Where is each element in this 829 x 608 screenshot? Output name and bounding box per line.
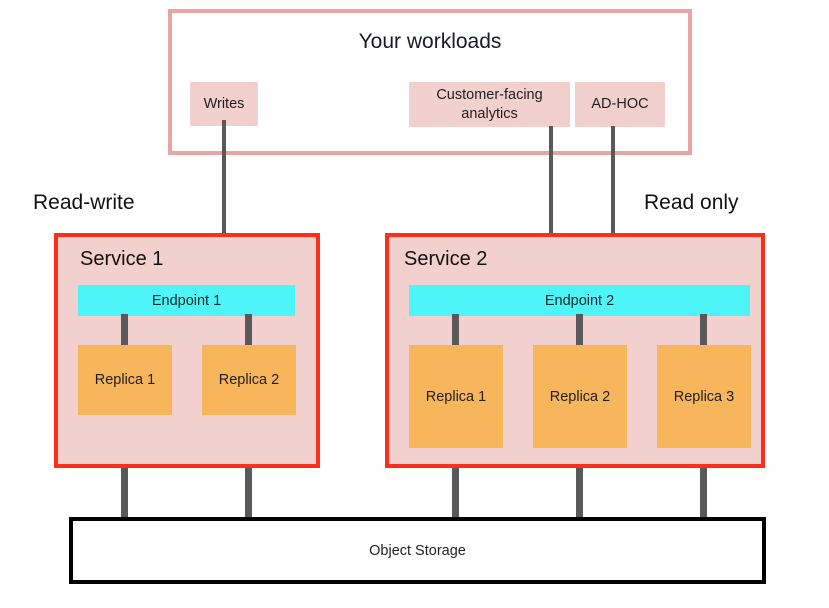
service-2-replica-1-label: Replica 1 [425, 388, 487, 405]
connector-s2-replica2-to-storage [576, 445, 583, 522]
caption-read-write: Read-write [33, 191, 135, 214]
connector-endpoint1-to-s1-replica2 [245, 314, 252, 347]
service-2-endpoint-label: Endpoint 2 [544, 292, 615, 309]
connector-endpoint1-to-s1-replica1 [121, 314, 128, 347]
workload-chip-customer-facing-analytics[interactable]: Customer-facing analytics [409, 82, 570, 127]
object-storage-label: Object Storage [369, 542, 466, 559]
connector-s2-replica1-to-storage [452, 445, 459, 522]
service-1-endpoint-label: Endpoint 1 [151, 292, 222, 309]
connector-endpoint2-to-s2-replica2 [576, 314, 583, 347]
service-2-label: Service 2 [404, 248, 488, 270]
service-2-endpoint[interactable]: Endpoint 2 [409, 285, 750, 316]
object-storage-box[interactable]: Object Storage [69, 517, 766, 584]
service-1-replica-1-label: Replica 1 [94, 372, 156, 388]
workload-chip-ad-hoc-label: AD-HOC [591, 96, 649, 113]
connector-s2-replica3-to-storage [700, 445, 707, 522]
workload-chip-writes-label: Writes [203, 95, 245, 112]
service-2-replica-2[interactable]: Replica 2 [533, 345, 627, 448]
service-2-replica-1[interactable]: Replica 1 [409, 345, 503, 448]
service-1-endpoint[interactable]: Endpoint 1 [78, 285, 295, 316]
service-1-replica-2-label: Replica 2 [218, 372, 280, 388]
service-2-replica-3[interactable]: Replica 3 [657, 345, 751, 448]
caption-read-only: Read only [644, 191, 739, 214]
workload-chip-writes[interactable]: Writes [190, 82, 258, 126]
service-1-label: Service 1 [80, 248, 164, 270]
service-2-replica-2-label: Replica 2 [549, 388, 611, 405]
workloads-title: Your workloads [358, 30, 502, 53]
workload-chip-customer-facing-analytics-label: Customer-facing analytics [436, 87, 543, 122]
connector-endpoint2-to-s2-replica3 [700, 314, 707, 347]
service-2-replica-3-label: Replica 3 [673, 388, 735, 405]
service-1-replica-2[interactable]: Replica 2 [202, 345, 296, 415]
workload-chip-ad-hoc[interactable]: AD-HOC [575, 82, 665, 127]
connector-endpoint2-to-s2-replica1 [452, 314, 459, 347]
service-1-replica-1[interactable]: Replica 1 [78, 345, 172, 415]
